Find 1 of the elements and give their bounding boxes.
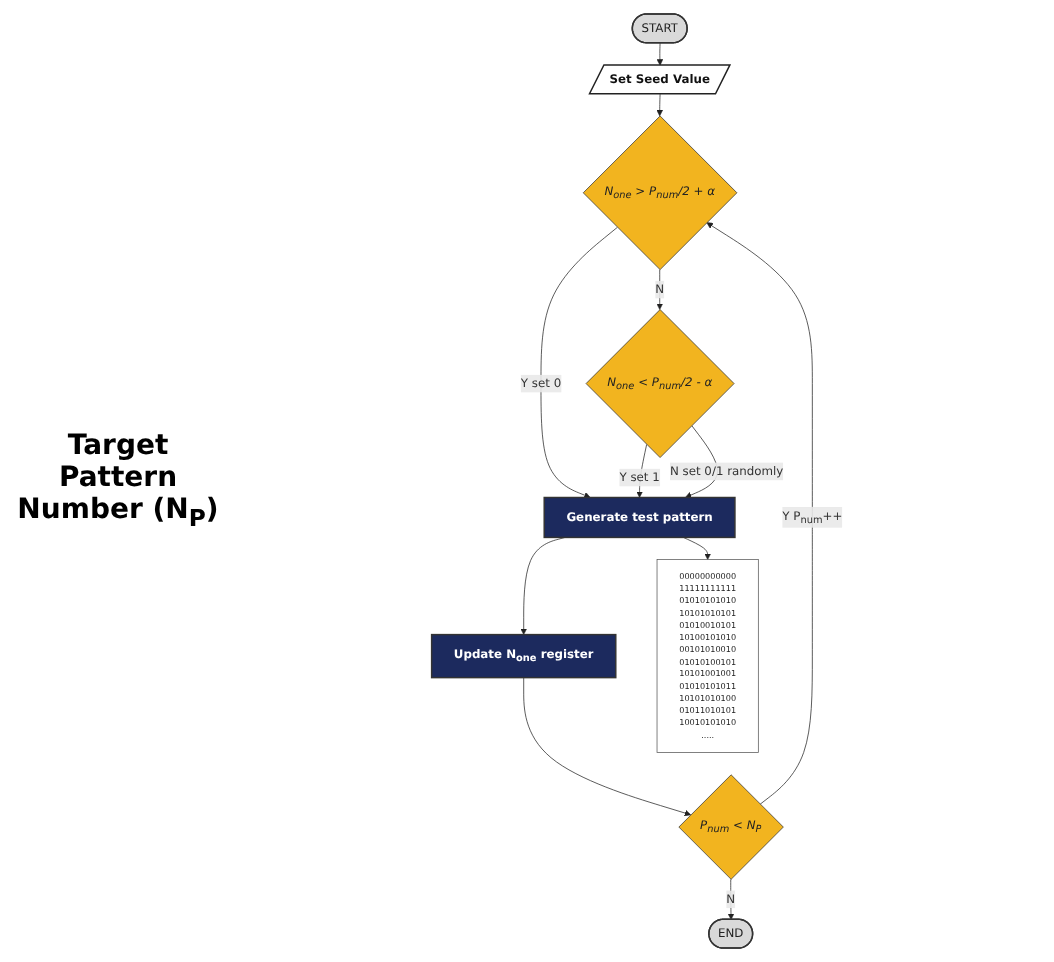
bracket-label: Target Pattern Number (N$_{P}$) <box>15 430 221 532</box>
